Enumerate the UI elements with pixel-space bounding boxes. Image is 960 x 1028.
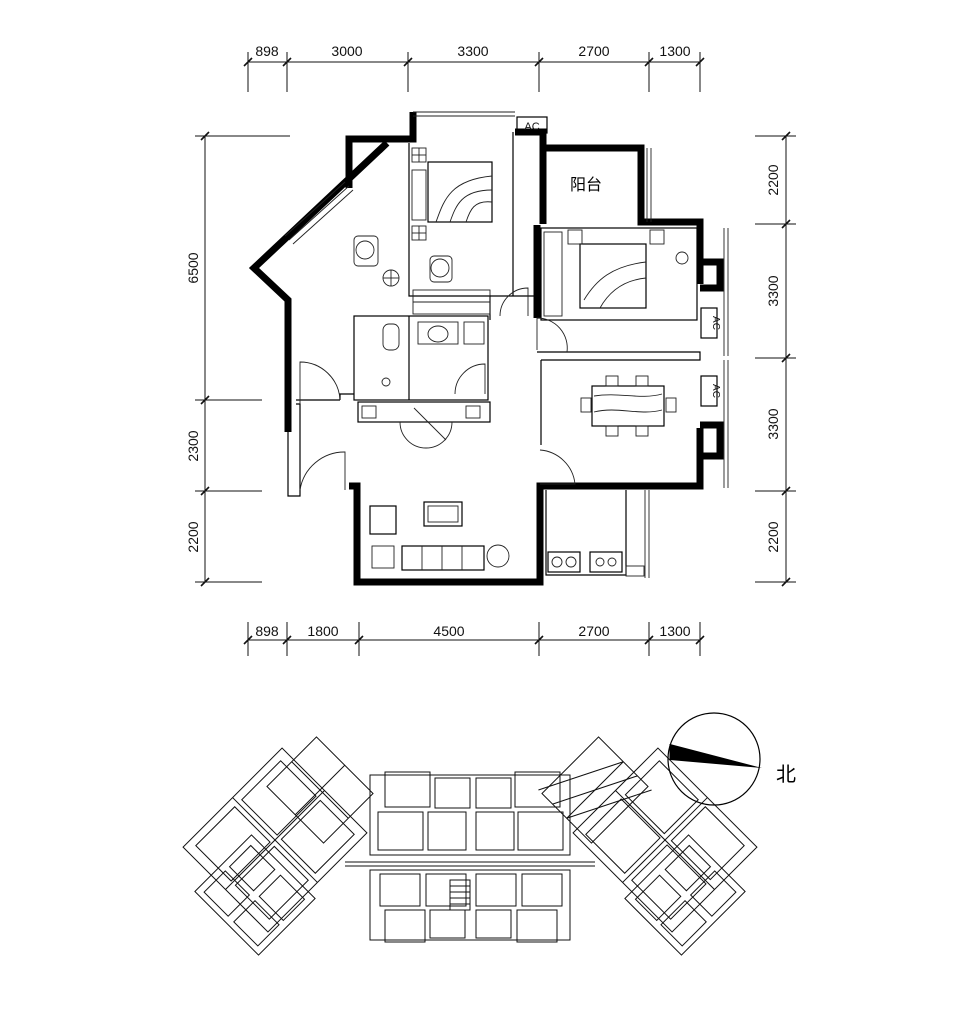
top-dim-1: 898 (255, 43, 279, 59)
north-arrow-icon (670, 744, 762, 768)
bottom-dim-5: 1300 (659, 623, 690, 639)
ac-label-mid: AC (710, 316, 721, 330)
building-site-plan (182, 736, 758, 956)
bottom-dim-2: 1800 (307, 623, 338, 639)
exterior-walls (248, 112, 724, 586)
right-dimension-chain: 2200 3300 3300 2200 (755, 131, 796, 587)
top-dim-5: 1300 (659, 43, 690, 59)
top-dim-4: 2700 (578, 43, 609, 59)
ac-label-bottom: AC (710, 384, 721, 398)
top-dimension-chain: 898 3000 3300 2700 1300 (243, 43, 705, 92)
bottom-dimension-chain: 898 1800 4500 2700 1300 (243, 622, 705, 656)
compass-circle (667, 712, 761, 806)
north-label: 北 (776, 763, 796, 786)
furniture: AC AC AC (353, 116, 721, 577)
right-dim-3: 3300 (765, 408, 781, 439)
bottom-dim-3: 4500 (433, 623, 464, 639)
left-dim-3: 2200 (185, 521, 201, 552)
bottom-dim-4: 2700 (578, 623, 609, 639)
ac-label-top: AC (524, 121, 539, 133)
balcony-label: 阳台 (570, 176, 602, 194)
top-dim-2: 3000 (331, 43, 362, 59)
interior-walls (284, 111, 729, 578)
bottom-dim-1: 898 (255, 623, 279, 639)
left-dim-1: 6500 (185, 252, 201, 283)
compass (667, 712, 762, 806)
right-dim-1: 2200 (765, 164, 781, 195)
door-swings (299, 287, 576, 491)
left-dim-2: 2300 (185, 430, 201, 461)
right-dim-2: 3300 (765, 275, 781, 306)
left-dimension-chain: 6500 2300 2200 (185, 131, 290, 587)
top-dim-3: 3300 (457, 43, 488, 59)
right-dim-4: 2200 (765, 521, 781, 552)
